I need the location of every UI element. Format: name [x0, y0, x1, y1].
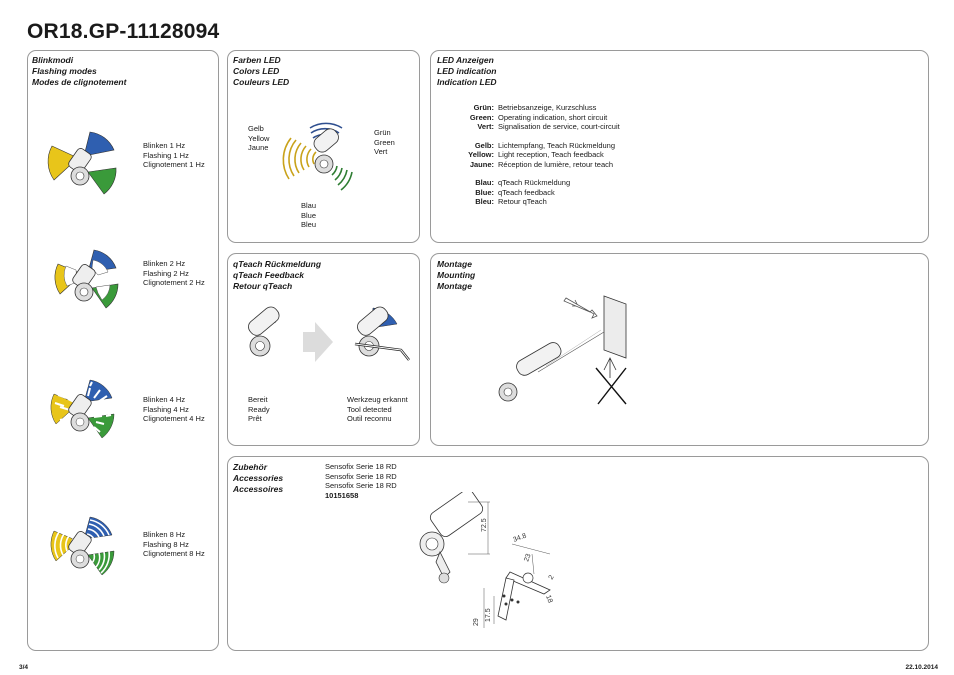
title-en: Flashing modes — [32, 66, 97, 76]
mounting-illustration — [498, 295, 627, 405]
document-title: OR18.GP-11128094 — [27, 20, 220, 43]
sensor-ready-icon — [248, 306, 280, 357]
sensor-colors-icon — [282, 122, 353, 191]
dim-label: 18 — [544, 594, 553, 604]
indication-row: Grün:Betriebsanzeige, Kurzschluss — [473, 103, 597, 112]
indication-row: Vert:Signalisation de service, court-cir… — [477, 122, 620, 131]
dim-label: 2 — [548, 574, 556, 581]
title-fr: Modes de clignotement — [32, 77, 127, 87]
dim-label: 34.8 — [512, 533, 527, 544]
sensor-flash-4hz-icon — [50, 379, 115, 439]
indication-row: Yellow:Light reception, Teach feedback — [468, 150, 604, 159]
title-de: Blinkmodi — [32, 55, 74, 65]
indication-row: Blau:qTeach Rückmeldung — [475, 178, 571, 187]
blue-label: Blau Blue Bleu — [301, 201, 317, 229]
part-number: 10151658 — [325, 490, 359, 500]
flash-2hz-label: Blinken 2 Hz Flashing 2 Hz Clignotement … — [143, 259, 205, 287]
dim-label: 72.5 — [481, 518, 488, 532]
ready-label: Bereit Ready Prêt — [248, 395, 270, 423]
sensor-tool-detected-icon — [354, 306, 410, 361]
tool-detected-label: Werkzeug erkannt Tool detected Outil rec… — [347, 395, 408, 423]
sensor-flash-1hz-icon — [47, 131, 117, 195]
colors-led-title: Farben LED Colors LED Couleurs LED — [233, 55, 290, 87]
sensor-flash-2hz-icon — [54, 249, 119, 309]
dim-label: 23 — [523, 553, 532, 563]
yellow-label: Gelb Yellow Jaune — [248, 124, 270, 152]
page-number: 3/4 — [19, 664, 29, 671]
mounting-title: Montage Mounting Montage — [437, 259, 476, 291]
flash-1hz-label: Blinken 1 Hz Flashing 1 Hz Clignotement … — [143, 141, 205, 169]
flashing-modes-title: Blinkmodi Flashing modes Modes de cligno… — [32, 55, 126, 88]
mounting-bracket-drawing: 72.5 34.8 23 2 18 29 17.5 — [419, 492, 556, 628]
arrow-right-icon — [303, 322, 333, 362]
panel-qteach-feedback — [227, 253, 420, 446]
document-date: 22.10.2014 — [905, 664, 938, 671]
panel-mounting — [430, 253, 929, 446]
indication-row: Blue:qTeach feedback — [475, 187, 555, 197]
indication-row: Jaune:Réception de lumière, retour teach — [469, 159, 614, 169]
led-indication-table: Grün:Betriebsanzeige, Kurzschluss Green:… — [461, 103, 620, 207]
indication-row: Gelb:Lichtempfang, Teach Rückmeldung — [474, 140, 616, 150]
panel-colors-led — [227, 50, 420, 243]
panel-led-indication — [430, 50, 929, 243]
panel-accessories — [227, 456, 929, 651]
sensor-flash-8hz-icon — [50, 516, 115, 576]
panel-flashing-modes — [27, 50, 219, 651]
flash-4hz-label: Blinken 4 Hz Flashing 4 Hz Clignotement … — [143, 395, 205, 423]
green-label: Grün Green Vert — [374, 128, 395, 156]
indication-row: Green:Operating indication, short circui… — [469, 112, 608, 122]
flash-8hz-label: Blinken 8 Hz Flashing 8 Hz Clignotement … — [143, 530, 205, 558]
accessories-title: Zubehör Accessories Accessoires — [233, 462, 284, 494]
dim-label: 17.5 — [485, 608, 492, 622]
dim-label: 29 — [473, 618, 480, 626]
led-indication-title: LED Anzeigen LED indication Indication L… — [437, 55, 497, 87]
indication-row: Bleu:Retour qTeach — [475, 197, 547, 206]
qteach-title: qTeach Rückmeldung qTeach Feedback Retou… — [233, 259, 322, 291]
accessories-description: Sensofix Serie 18 RD Sensofix Serie 18 R… — [325, 462, 397, 500]
